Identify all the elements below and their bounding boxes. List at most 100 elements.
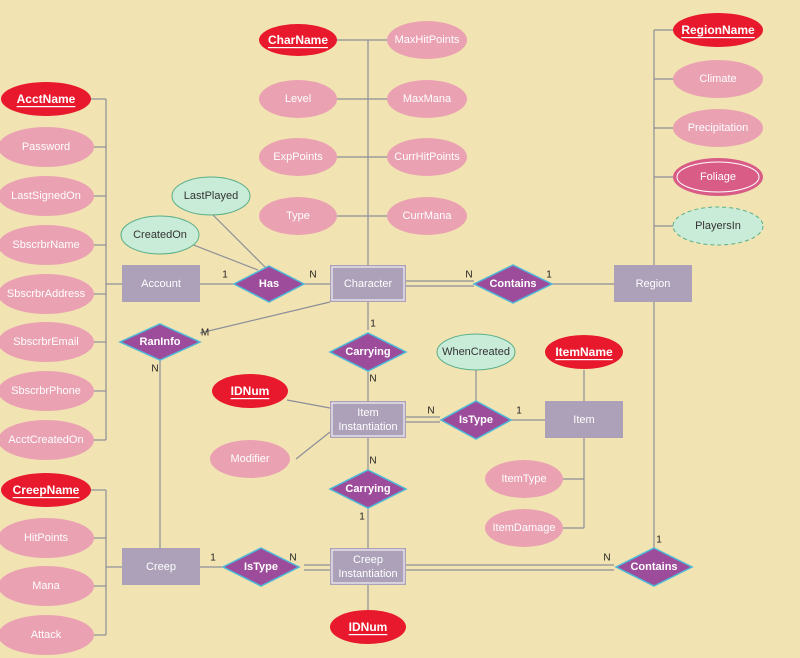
- card-contains-bottom-region: 1: [656, 535, 662, 546]
- when-created-label: WhenCreated: [442, 346, 510, 358]
- attribute-sbscrbr-phone: SbscrbrPhone: [0, 371, 94, 411]
- attribute-acct-created-on: AcctCreatedOn: [0, 420, 94, 460]
- creep-label: Creep: [146, 561, 176, 573]
- item-instantiation-label-1: Item: [357, 407, 378, 419]
- card-contains-bottom-instance: N: [603, 553, 610, 564]
- sbscrbr-email-label: SbscrbrEmail: [13, 336, 78, 348]
- card-contains-region: 1: [546, 270, 552, 281]
- region-label: Region: [636, 278, 671, 290]
- creep-instantiation-label-1: Creep: [353, 554, 383, 566]
- exp-points-label: ExpPoints: [273, 151, 323, 163]
- entity-item-instantiation: Item Instantiation: [330, 401, 406, 438]
- level-label: Level: [285, 93, 311, 105]
- char-name-label: CharName: [268, 33, 328, 47]
- creep-name-label: CreepName: [13, 483, 80, 497]
- attribute-id-num-item: IDNum: [212, 374, 288, 408]
- attribute-region-name: RegionName: [673, 13, 763, 47]
- attribute-attack: Attack: [0, 615, 94, 655]
- card-carrying-top-character: 1: [370, 319, 376, 330]
- relationship-raninfo: RanInfo: [118, 323, 202, 361]
- id-num-creep-label: IDNum: [349, 620, 388, 634]
- contains-top-label: Contains: [489, 278, 536, 290]
- attribute-sbscrbr-address: SbscrbrAddress: [0, 274, 94, 314]
- modifier-label: Modifier: [230, 453, 269, 465]
- attribute-curr-mana: CurrMana: [387, 197, 467, 235]
- card-carrying-bottom-instance: N: [369, 456, 376, 467]
- attribute-sbscrbr-name: SbscrbrName: [0, 225, 94, 265]
- item-label: Item: [573, 414, 594, 426]
- sbscrbr-name-label: SbscrbrName: [12, 239, 79, 251]
- attribute-precipitation: Precipitation: [673, 109, 763, 147]
- relationship-contains-bottom: Contains: [614, 547, 694, 587]
- attribute-char-name: CharName: [259, 24, 337, 56]
- mana-label: Mana: [32, 580, 60, 592]
- relationship-istype-creep: IsType: [221, 547, 301, 587]
- entity-creep: Creep: [122, 548, 200, 585]
- foliage-label: Foliage: [700, 171, 736, 183]
- card-carrying-bottom-creep: 1: [359, 512, 365, 523]
- attribute-last-played: LastPlayed: [171, 176, 251, 216]
- card-has-character: N: [309, 270, 316, 281]
- item-damage-label: ItemDamage: [493, 522, 556, 534]
- acct-created-on-label: AcctCreatedOn: [8, 434, 83, 446]
- entity-account: Account: [122, 265, 200, 302]
- attribute-item-damage: ItemDamage: [485, 509, 563, 547]
- attribute-max-hit-points: MaxHitPoints: [387, 21, 467, 59]
- entity-region: Region: [614, 265, 692, 302]
- sbscrbr-address-label: SbscrbrAddress: [7, 288, 86, 300]
- curr-mana-label: CurrMana: [403, 210, 453, 222]
- card-istype-creep-creep: 1: [210, 553, 216, 564]
- attribute-when-created: WhenCreated: [436, 333, 516, 371]
- relationship-contains-top: Contains: [472, 264, 554, 304]
- entity-character: Character: [330, 265, 406, 302]
- last-played-label: LastPlayed: [184, 190, 238, 202]
- character-label: Character: [344, 278, 393, 290]
- card-has-account: 1: [222, 270, 228, 281]
- contains-bottom-label: Contains: [630, 561, 677, 573]
- card-istype-item-instance: N: [427, 406, 434, 417]
- carrying-top-label: Carrying: [345, 346, 390, 358]
- account-label: Account: [141, 278, 181, 290]
- raninfo-label: RanInfo: [140, 336, 181, 348]
- type-label: Type: [286, 210, 310, 222]
- attribute-hit-points: HitPoints: [0, 518, 94, 558]
- attribute-item-name: ItemName: [545, 335, 623, 369]
- curr-hit-points-label: CurrHitPoints: [394, 151, 460, 163]
- precipitation-label: Precipitation: [688, 122, 749, 134]
- last-signed-on-label: LastSignedOn: [11, 190, 81, 202]
- item-name-label: ItemName: [555, 345, 613, 359]
- max-hit-points-label: MaxHitPoints: [395, 34, 460, 46]
- card-carrying-top-instance: N: [369, 374, 376, 385]
- attribute-mana: Mana: [0, 566, 94, 606]
- istype-item-label: IsType: [459, 414, 493, 426]
- attribute-type: Type: [259, 197, 337, 235]
- attribute-players-in: PlayersIn: [672, 206, 764, 246]
- relationship-istype-item: IsType: [439, 400, 513, 440]
- cardinality-labels: 1 N N 1 M N 1 N N 1 N 1 1 N 1 N: [151, 270, 662, 564]
- card-raninfo-n: N: [151, 364, 158, 375]
- attribute-curr-hit-points: CurrHitPoints: [387, 138, 467, 176]
- attribute-max-mana: MaxMana: [387, 80, 467, 118]
- has-label: Has: [259, 278, 279, 290]
- password-label: Password: [22, 141, 70, 153]
- connector-lines: [91, 29, 674, 636]
- attribute-sbscrbr-email: SbscrbrEmail: [0, 322, 94, 362]
- region-name-label: RegionName: [681, 23, 755, 37]
- relationship-carrying-top: Carrying: [328, 332, 408, 372]
- card-raninfo-m: M: [201, 328, 209, 339]
- climate-label: Climate: [699, 73, 736, 85]
- item-type-label: ItemType: [501, 473, 546, 485]
- card-istype-item-item: 1: [516, 406, 522, 417]
- attribute-item-type: ItemType: [485, 460, 563, 498]
- attribute-created-on: CreatedOn: [120, 215, 200, 255]
- attribute-climate: Climate: [673, 60, 763, 98]
- max-mana-label: MaxMana: [403, 93, 452, 105]
- attribute-creep-name: CreepName: [1, 473, 91, 507]
- entity-item: Item: [545, 401, 623, 438]
- card-contains-character: N: [465, 270, 472, 281]
- acct-name-label: AcctName: [17, 92, 76, 106]
- creep-instantiation-label-2: Instantiation: [338, 568, 397, 580]
- attribute-level: Level: [259, 80, 337, 118]
- attribute-id-num-creep: IDNum: [330, 610, 406, 644]
